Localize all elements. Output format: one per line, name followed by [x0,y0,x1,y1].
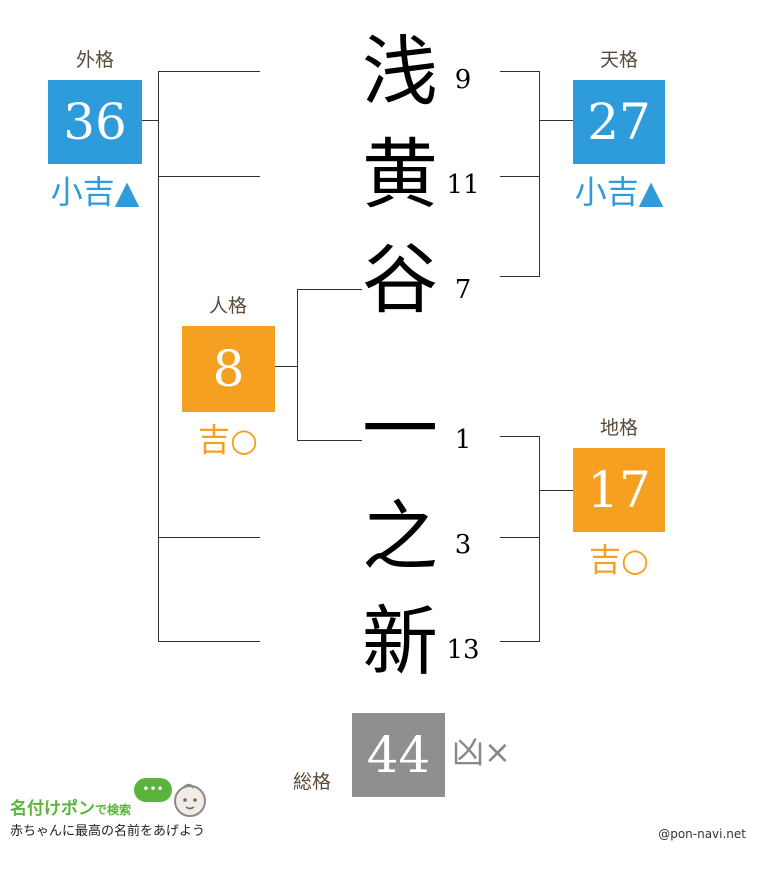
chikaku-fortune: 吉○ [589,541,649,579]
tenkaku-label: 天格 [599,49,638,71]
given-char-3: 新 [362,597,438,686]
logo-title-main: 名付けポン [10,799,95,819]
tenkaku-value-box: 27 [573,80,665,164]
jinkaku-bracket-vertical [297,289,298,441]
chikaku-label: 地格 [599,417,638,439]
chikaku-bracket-vertical [539,436,540,642]
tenkaku-connector [539,120,573,121]
gaikaku-bracket-bottom [158,641,260,642]
surname-strokes-2: 11 [446,170,480,200]
surname-strokes-3: 7 [454,275,472,305]
site-credit: @pon-navi.net [658,827,746,841]
logo: 名付けポンで検索 ••• 赤ちゃんに最高の名前をあげよう [8,776,228,839]
speech-bubble-icon: ••• [134,778,172,802]
tenkaku-fortune: 小吉▲ [574,173,664,211]
given-char-1: 一 [362,385,438,474]
tenkaku-bracket-top [500,71,540,72]
jinkaku-fortune: 吉○ [198,421,258,459]
gaikaku-bracket-5 [158,537,260,538]
gaikaku-connector [142,120,158,121]
baby-face-icon [174,783,206,817]
chikaku-value-box: 17 [573,448,665,532]
chikaku-bracket-bottom [500,641,540,642]
given-strokes-1: 1 [454,425,472,455]
soukaku-value-box: 44 [352,713,445,797]
tenkaku-bracket-bottom [500,276,540,277]
surname-char-2: 黄 [362,130,438,219]
logo-title-suffix: で検索 [95,803,132,817]
soukaku-label: 総格 [292,771,331,793]
soukaku-fortune: 凶× [452,733,511,771]
chikaku-connector [539,490,573,491]
given-strokes-3: 13 [446,635,480,665]
jinkaku-value-box: 8 [182,326,275,412]
jinkaku-bracket-bottom [297,440,362,441]
jinkaku-bracket-top [297,289,362,290]
jinkaku-connector [275,366,297,367]
given-char-2: 之 [362,492,438,581]
gaikaku-fortune: 小吉▲ [50,173,140,211]
gaikaku-value-box: 36 [48,80,142,164]
gaikaku-bracket-top [158,71,260,72]
given-strokes-2: 3 [454,530,472,560]
logo-title: 名付けポンで検索 [10,794,131,819]
gaikaku-bracket-vertical [158,71,159,642]
surname-char-1: 浅 [362,27,438,116]
surname-strokes-1: 9 [454,65,472,95]
speech-bubble-dots: ••• [142,782,164,796]
gaikaku-label: 外格 [75,49,114,71]
jinkaku-label: 人格 [208,295,247,317]
gaikaku-bracket-2 [158,176,260,177]
tenkaku-bracket-vertical [539,71,540,277]
tagline: 赤ちゃんに最高の名前をあげよう [10,824,206,839]
tenkaku-bracket-mid [500,176,540,177]
chikaku-bracket-top [500,436,540,437]
chikaku-bracket-mid [500,537,540,538]
surname-char-3: 谷 [362,235,438,324]
